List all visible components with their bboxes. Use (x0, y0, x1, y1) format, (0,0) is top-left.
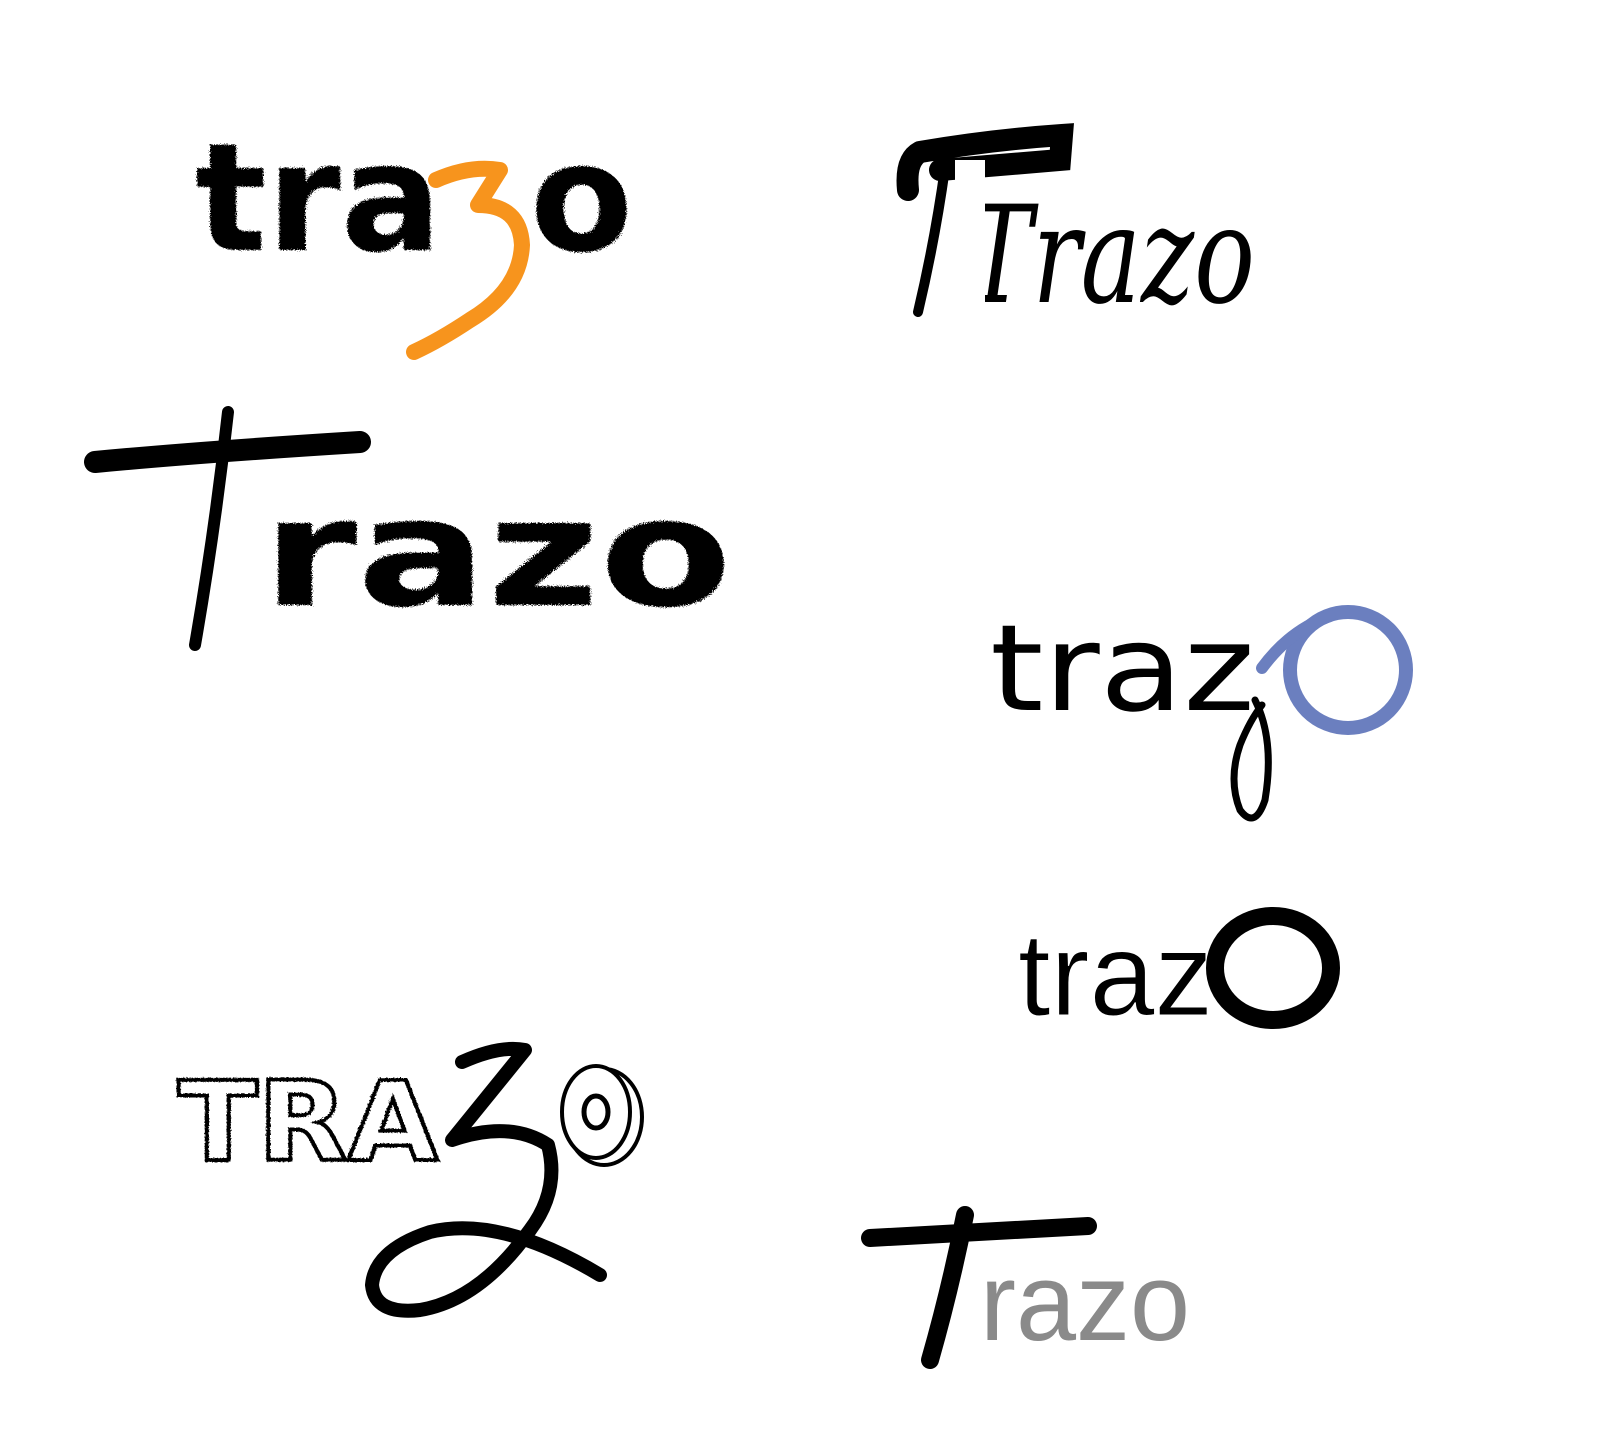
logo-6-main: TRA (178, 1058, 438, 1186)
logo-script-trazo: Trazo (896, 123, 1255, 334)
logo-1-orange-3-stroke (406, 160, 530, 360)
logo-sketch-trazo: TRA Z O (176, 1041, 644, 1318)
logo-2-T-bar (896, 123, 1074, 201)
logo-6-z-swoosh (365, 1041, 607, 1318)
logo-cursive-trazo: traz O (990, 600, 1413, 822)
logo-5-bold-o (1206, 907, 1340, 1029)
logo-7-T-stem (921, 1206, 974, 1369)
logo-1-tail: o (530, 112, 633, 286)
logo-brush-trazo: razo T (84, 406, 732, 651)
logo-2-text: Trazo (965, 177, 1255, 334)
logo-1-main: tra (195, 112, 442, 286)
logo-7-T-bar (861, 1217, 1097, 1247)
logo-3-rest: razo (262, 467, 732, 641)
logo-3-T-stem (189, 406, 234, 651)
logo-4-main: traz (990, 600, 1255, 739)
logo-2-T-stem (913, 163, 950, 317)
logo-6-3d-o-hole (581, 1093, 611, 1131)
logo-4-blue-o-tail (1256, 610, 1336, 674)
logo-4-z-descender (1230, 696, 1272, 822)
logo-rough-trazo: tra o 3 (195, 112, 633, 360)
logo-3-T-bar (84, 431, 371, 473)
logo-gray-trazo: razo T (861, 1206, 1190, 1369)
logo-4-blue-o (1283, 605, 1413, 735)
logo-thin-bold-trazo: traz O (1018, 907, 1340, 1042)
logo-5-main: traz (1018, 909, 1213, 1041)
logo-7-rest: razo (980, 1241, 1190, 1364)
logo-2-mask (955, 160, 985, 310)
